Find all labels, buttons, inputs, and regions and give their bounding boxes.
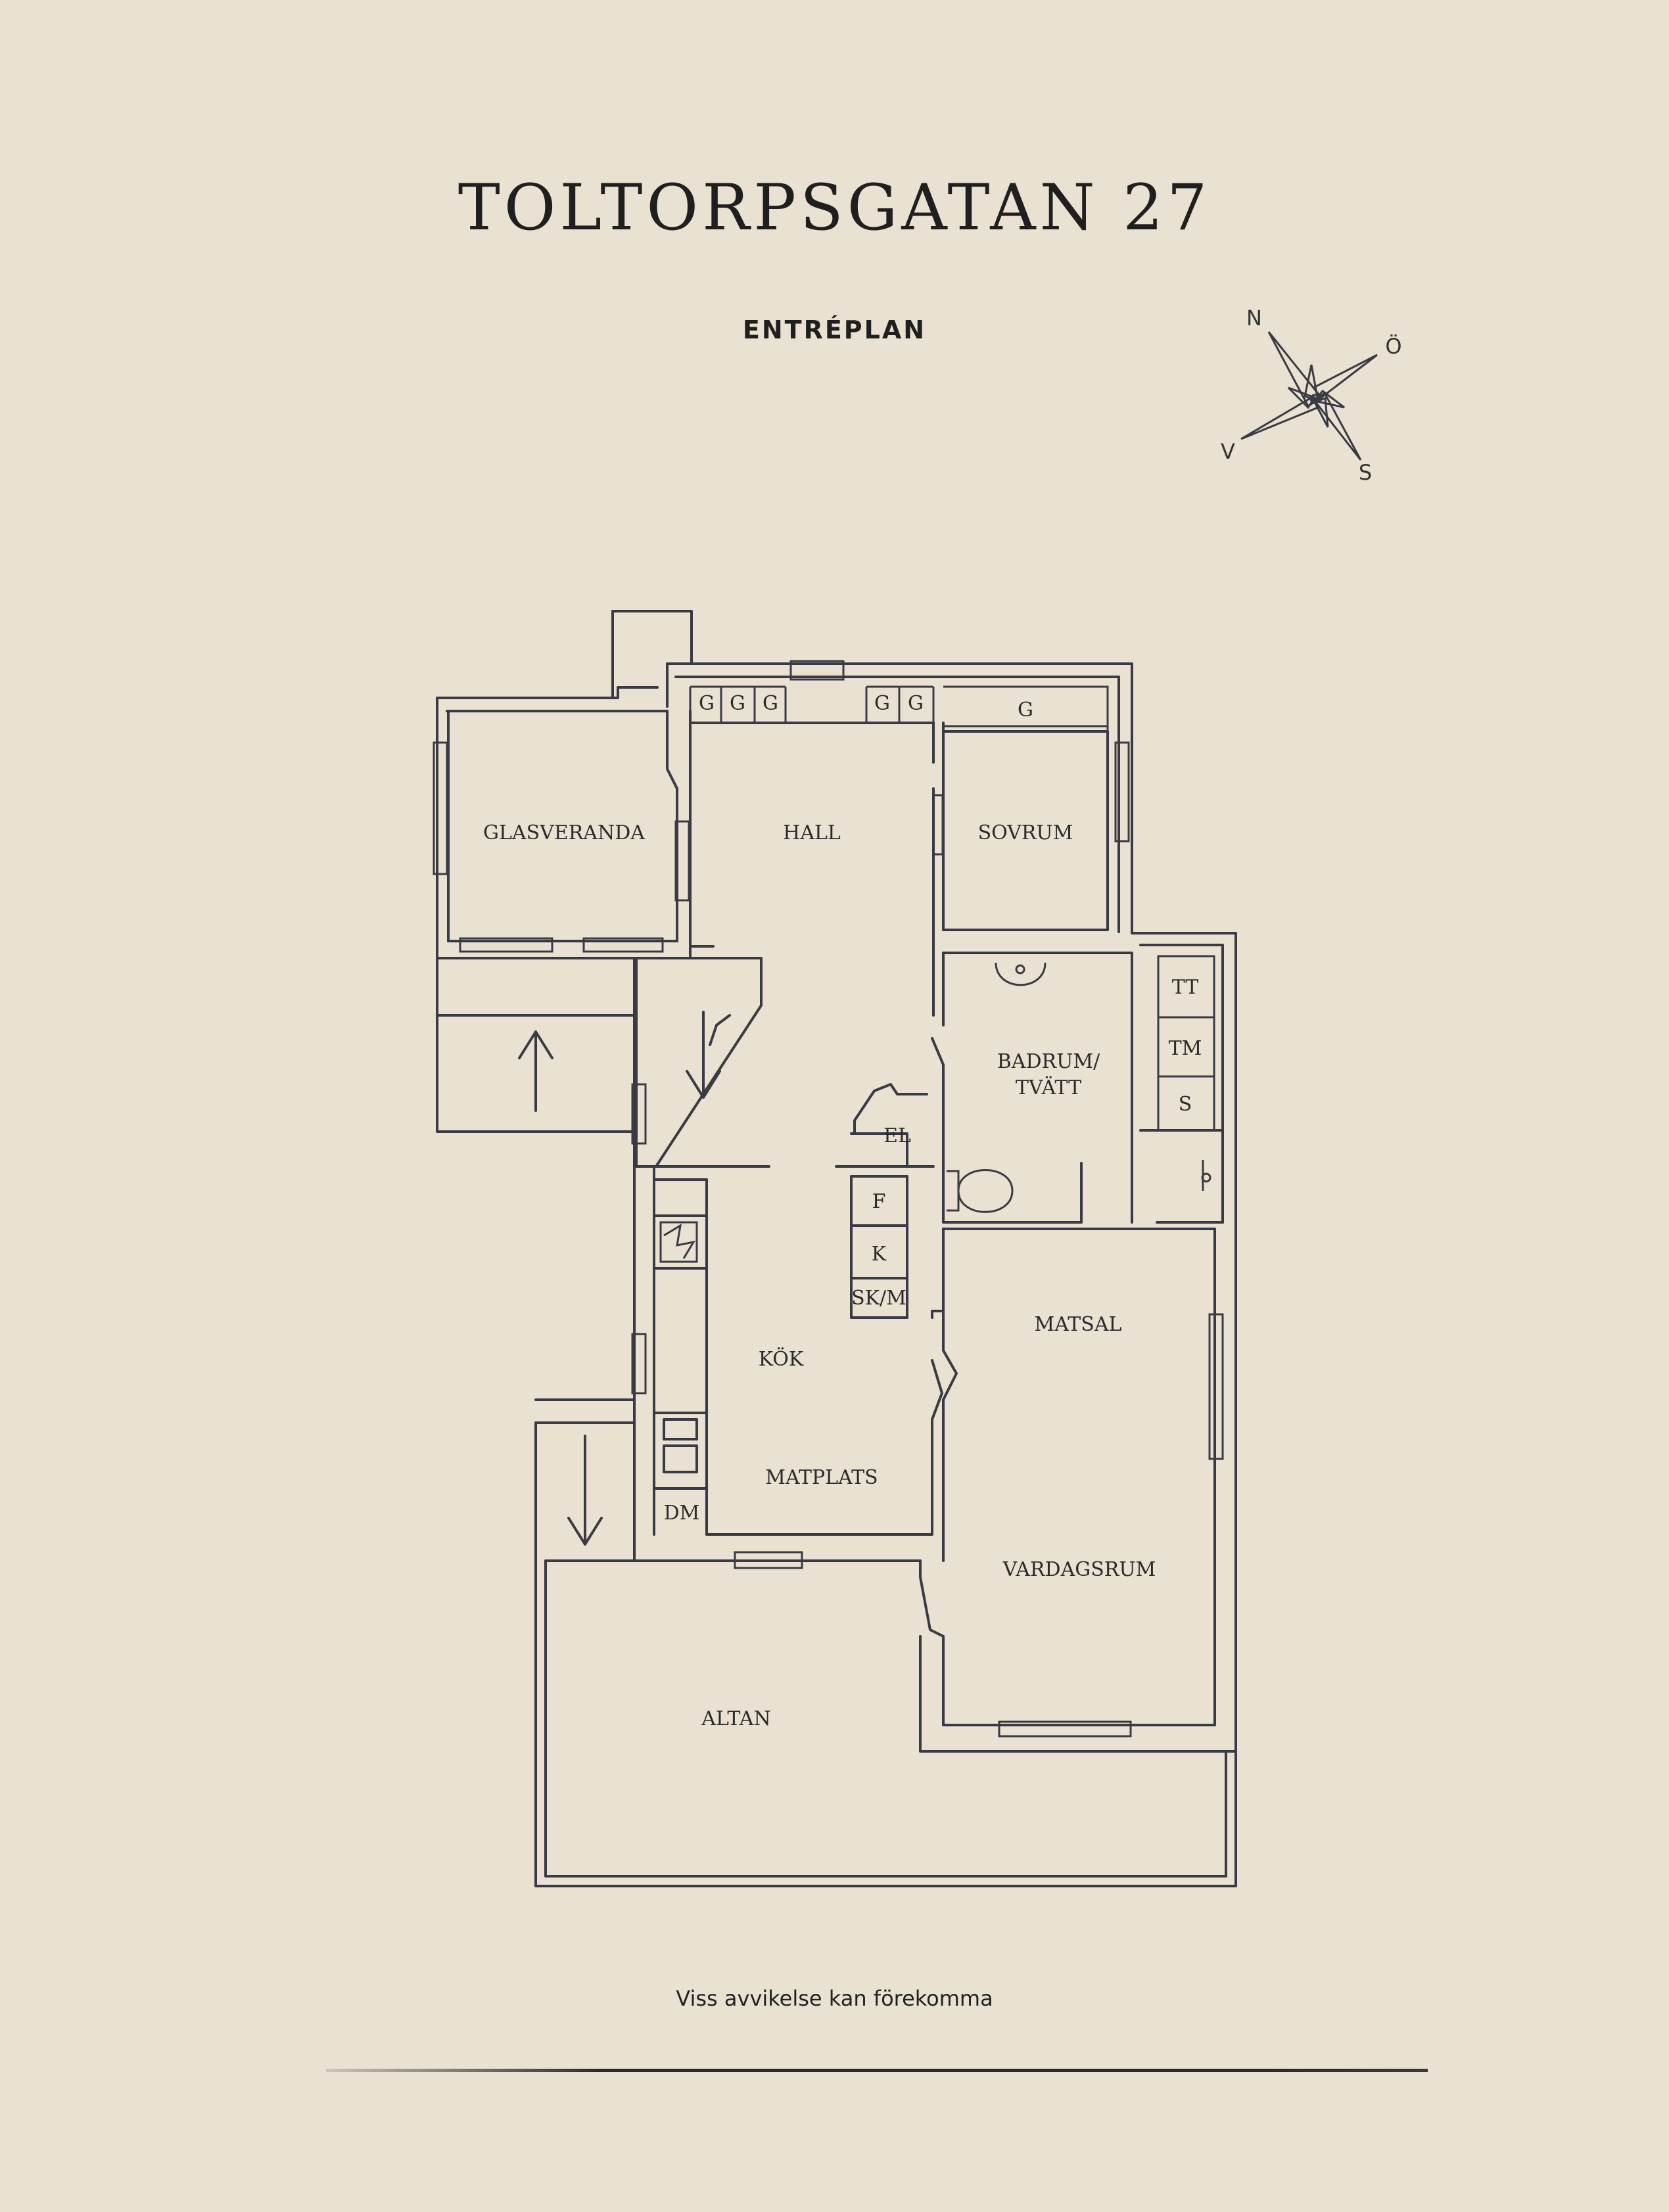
room-badrum-line1: BADRUM/ [997, 1050, 1100, 1073]
wardrobe-label: G [908, 692, 924, 715]
arrow-down-icon [686, 1011, 721, 1099]
walls [436, 610, 1237, 1887]
wardrobe-label: G [699, 692, 715, 715]
compass-south: S [1359, 460, 1372, 485]
dishwasher-label: DM [664, 1502, 700, 1525]
room-kok: KÖK [759, 1347, 804, 1371]
closet-label: S [1179, 1093, 1192, 1116]
room-glasveranda: GLASVERANDA [483, 821, 645, 844]
compass-north: N [1246, 306, 1262, 331]
stove-icon [659, 1221, 698, 1263]
washing-machine-label: TM [1169, 1037, 1202, 1060]
wardrobe-label: G [874, 692, 890, 715]
wardrobe-label: G [1018, 699, 1033, 722]
fridge-label: F [872, 1190, 886, 1213]
cold-label: K [872, 1243, 887, 1266]
compass-rose: N Ö S V [1221, 306, 1402, 485]
tumble-dryer-label: TT [1172, 976, 1199, 999]
wardrobes [689, 685, 1109, 731]
room-hall: HALL [783, 821, 841, 844]
disclaimer: Viss avvikelse kan förekomma [676, 1986, 993, 2011]
room-altan: ALTAN [701, 1707, 770, 1730]
electrical-label: EL [883, 1124, 911, 1147]
bottom-divider [326, 2069, 1428, 2072]
arrow-up-icon [518, 1030, 553, 1112]
wardrobe-label: G [730, 692, 745, 715]
stair-arrows [518, 1011, 731, 1546]
toilet-icon [947, 1169, 1014, 1213]
compass-star-icon [1240, 331, 1378, 461]
compass-east: Ö [1385, 334, 1401, 359]
floor-label: ENTRÉPLAN [742, 315, 927, 344]
room-matplats: MATPLATS [765, 1466, 878, 1489]
bathroom-fixtures [947, 955, 1215, 1213]
room-badrum-line2: TVÄTT [1016, 1076, 1081, 1099]
windows [433, 660, 1224, 1738]
room-sovrum: SOVRUM [978, 821, 1073, 844]
page-title: TOLTORPSGATAN 27 [458, 171, 1211, 244]
room-vardagsrum: VARDAGSRUM [1002, 1558, 1156, 1581]
arrow-down-icon [567, 1435, 603, 1546]
sink-icon [995, 962, 1046, 986]
wardrobe-label: G [763, 692, 778, 715]
compass-west: V [1221, 439, 1235, 464]
room-matsal: MATSAL [1035, 1313, 1122, 1336]
cabinet-label: SK/M [851, 1287, 906, 1310]
